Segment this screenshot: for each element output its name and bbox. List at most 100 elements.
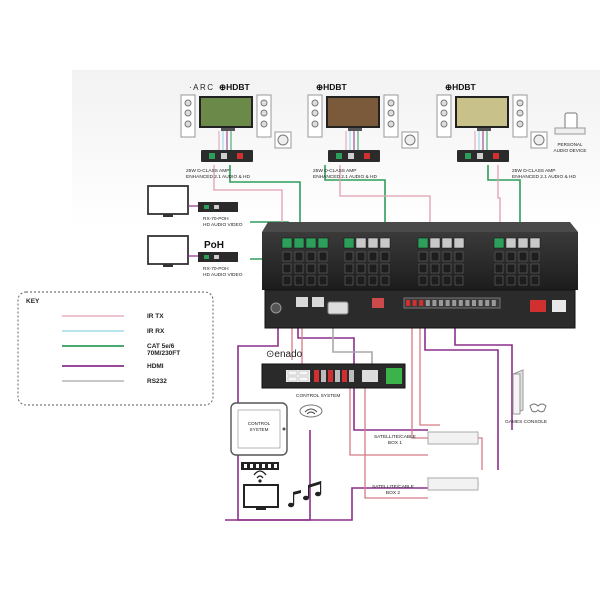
hdbt-matrix — [262, 222, 578, 329]
ir-terminal — [439, 300, 443, 306]
tv-display — [199, 96, 253, 131]
subwoofer — [401, 131, 419, 149]
screw-terminal — [270, 302, 282, 314]
ir-terminal — [485, 300, 490, 306]
key-label: 70M/230FT — [147, 350, 180, 357]
ir-tx-cable — [419, 300, 440, 426]
cat-port — [417, 237, 429, 249]
key-label: CAT 5e/6 — [147, 343, 175, 350]
control-port — [314, 370, 319, 382]
control-port — [342, 370, 347, 382]
rs232-cable — [332, 315, 373, 368]
satellite-box-2: SATELLITE/CABLE BOX 2 — [372, 477, 480, 496]
rx-label-line2: HD AUDIO VIDEO — [203, 272, 243, 278]
hdmi-port — [306, 263, 316, 274]
power-inlet — [552, 300, 566, 312]
hdmi-port — [306, 275, 316, 286]
ir-tx-cable — [364, 380, 428, 499]
hdbt-logo: ⊕HDBT — [219, 82, 251, 92]
cat-port — [305, 237, 317, 249]
speaker-left — [180, 94, 196, 138]
subwoofer — [530, 131, 548, 149]
hdmi-port — [318, 251, 328, 262]
cat-port — [293, 237, 305, 249]
monitor — [147, 235, 189, 265]
games-console-label: GAMES CONSOLE — [505, 419, 547, 425]
cat-cable — [487, 165, 521, 240]
cat-port — [343, 237, 355, 249]
hdmi-port — [454, 275, 464, 286]
wifi-icon — [299, 404, 323, 418]
amp-label-line2: ENHANCED 2.1 AUDIO & HD — [313, 174, 378, 180]
hdmi-port — [294, 275, 304, 286]
amp-label-line2: ENHANCED 2.1 AUDIO & HD — [512, 174, 577, 180]
cat-cable — [324, 165, 386, 240]
personal-audio-line2: AUDIO DEVICE — [554, 148, 587, 153]
ir-terminal — [491, 300, 496, 306]
amp-label-line1: 25W D-CLASS AMP — [186, 168, 229, 174]
hdmi-port — [318, 263, 328, 274]
cat-port — [505, 237, 517, 249]
hdmi-port — [282, 275, 292, 286]
control-system-label: CONTROL SYSTEM — [296, 393, 340, 399]
speaker-left — [307, 94, 323, 138]
hdmi-port — [380, 251, 390, 262]
key-label: IR RX — [147, 328, 165, 335]
speaker-right — [383, 94, 399, 138]
cat-port — [355, 237, 367, 249]
hdmi-port — [356, 251, 366, 262]
lan-port — [312, 297, 324, 307]
hdmi-port — [294, 263, 304, 274]
key-border — [17, 291, 214, 406]
music-notes-icon — [288, 481, 322, 508]
ir-terminal — [465, 300, 470, 306]
enado-logo: ⊙enado — [266, 349, 303, 360]
tv-display — [455, 96, 509, 131]
key-row: IR TX — [62, 313, 164, 320]
cables — [213, 165, 521, 521]
hdbt-amp-receiver — [201, 150, 253, 162]
ir-terminal — [445, 300, 450, 306]
hdmi-port — [442, 263, 452, 274]
hdmi-port — [318, 275, 328, 286]
hdmi-port — [282, 251, 292, 262]
hdmi-port — [518, 263, 528, 274]
hdmi-port — [418, 251, 428, 262]
hdmi-port — [380, 275, 390, 286]
control-port — [328, 370, 333, 382]
ir-terminal — [458, 300, 463, 306]
ir-tx-cable — [213, 165, 283, 244]
amp-label-line1: 25W D-CLASS AMP — [313, 168, 356, 174]
ir-tx-cable — [349, 380, 428, 456]
hdmi-port — [430, 275, 440, 286]
hdmi-port — [368, 275, 378, 286]
key-title: KEY — [26, 298, 40, 305]
hdmi-port — [494, 275, 504, 286]
speaker-right — [512, 94, 528, 138]
rx-label-line1: RX-70-POH — [203, 266, 229, 272]
ir-terminal — [432, 300, 437, 306]
control-port — [349, 370, 354, 382]
box2-line1: SATELLITE/CABLE — [372, 484, 414, 490]
rs232-port — [327, 301, 349, 315]
hdmi-port — [344, 263, 354, 274]
key-label: HDMI — [147, 363, 164, 370]
hdmi-port — [282, 263, 292, 274]
hdmi-port — [530, 263, 540, 274]
hdmi-port — [530, 275, 540, 286]
hdmi-port — [356, 275, 366, 286]
games-console: GAMES CONSOLE — [505, 369, 547, 425]
tablet-screen-line2: SYSTEM — [250, 427, 269, 432]
broadcast-icon — [253, 470, 267, 483]
cat-port — [367, 237, 379, 249]
arc-logo: ·ARC — [189, 83, 215, 92]
hdmi-port — [306, 251, 316, 262]
hdmi-port — [418, 275, 428, 286]
hdmi-port — [430, 251, 440, 262]
dip-switch — [372, 298, 384, 308]
